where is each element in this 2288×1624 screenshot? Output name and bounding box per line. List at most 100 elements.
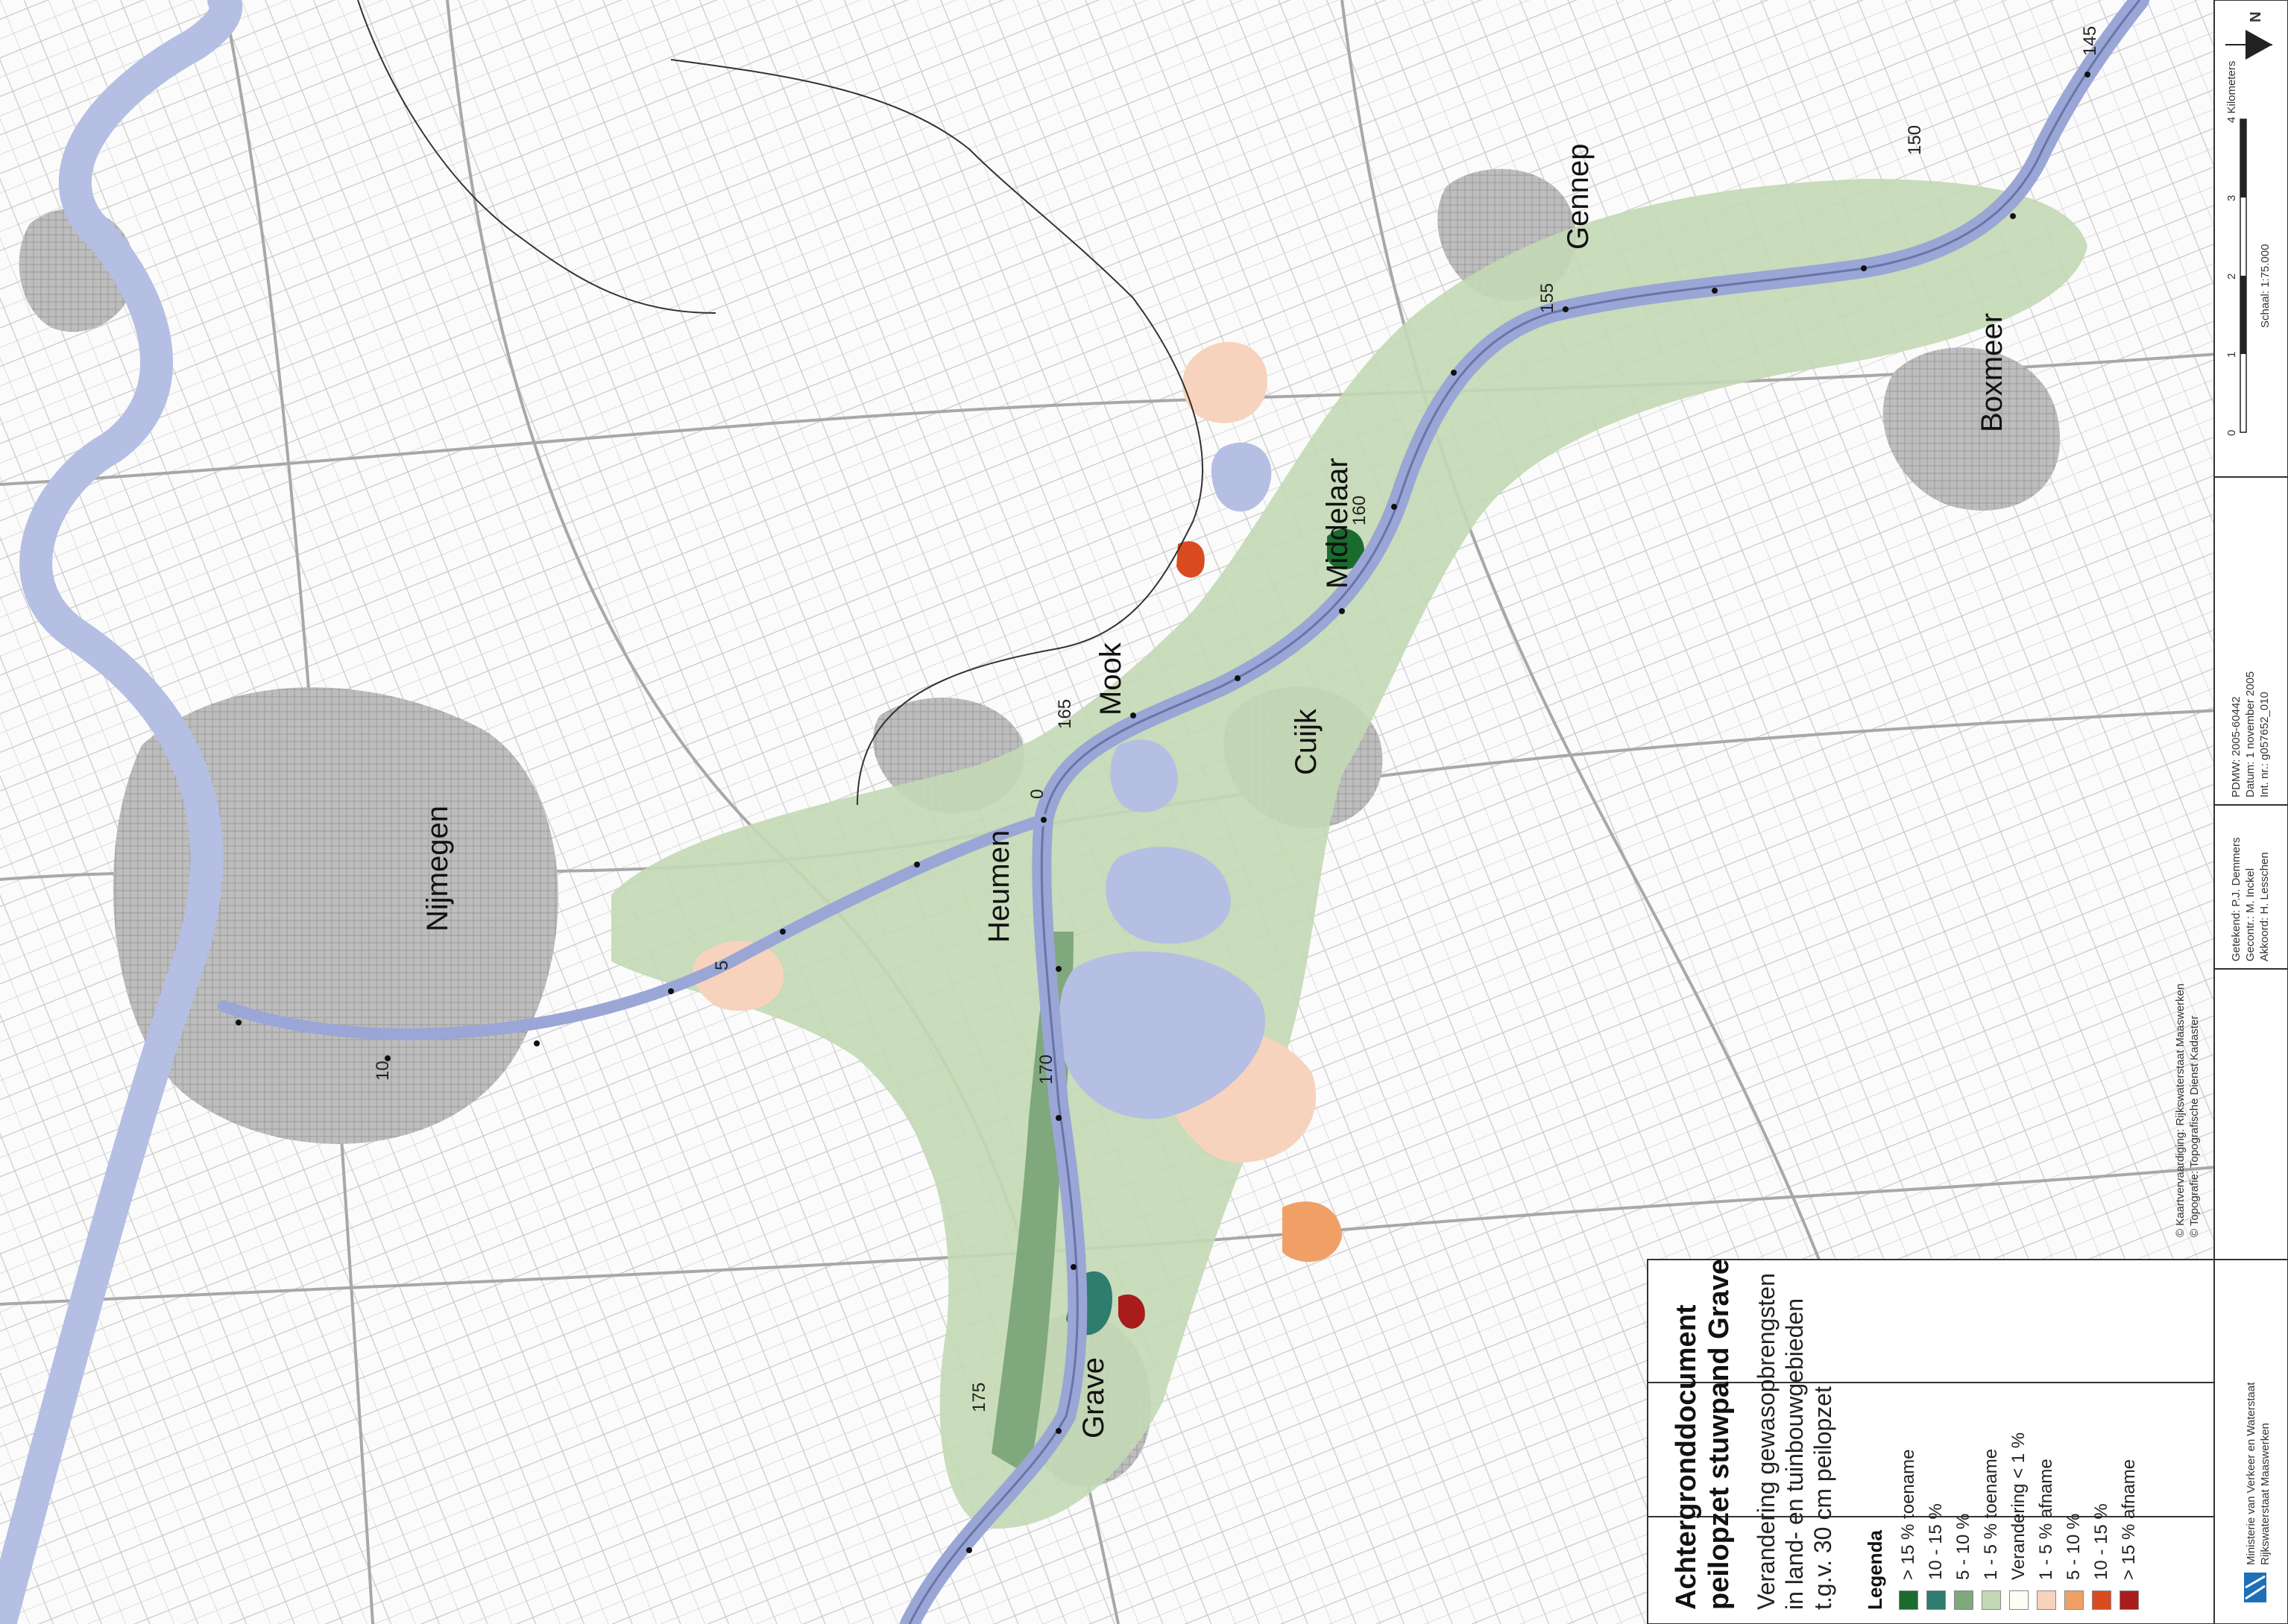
zone-increase-1-5 [611,179,2087,1529]
pdmw-number: PDMW: 2005-60442 [2230,696,2243,797]
title-panel [1647,1259,2215,1624]
legend-swatch [1899,1590,1918,1610]
legend-swatch [2064,1590,2084,1610]
ministry-line-2: Rijkswaterstaat Maaswerken [2259,1423,2272,1565]
legend-label: 10 - 15 % [1926,1503,1946,1580]
legend-swatch [1982,1590,2001,1610]
document-info: PDMW: 2005-60442 Datum: 1 november 2005 … [2229,672,2272,797]
scale-tick-1: 1 [2225,351,2238,358]
scale-tick-3: 3 [2225,195,2238,201]
river-maas-axis [908,0,2141,1624]
km-label: 5 [712,960,732,970]
scale-tick-4: 4 Kilometers [2225,60,2238,123]
north-arrow-icon [2225,30,2272,60]
km-label: 160 [1349,495,1370,525]
legend-swatch [2092,1590,2111,1610]
lakes [1059,442,1272,1119]
legend-label: 1 - 5 % toename [1981,1448,2001,1580]
ministry-line-1: Ministerie van Verkeer en Waterstaat [2245,1382,2257,1565]
zone-decrease-1-5-b [693,941,784,1011]
km-label: 10 [373,1061,393,1081]
urban-boxmeer [1882,347,2061,511]
akkoord: Akkoord: H. Lesschen [2258,852,2271,961]
place-label: Cuijk [1290,709,1323,775]
map-subtitle-line-1: Verandering gewasopbrengsten [1753,1273,1780,1610]
legend-swatch [1926,1590,1946,1610]
legend-item: 10 - 15 % [2090,1252,2113,1610]
km-label: 165 [1055,698,1075,729]
legend-label: 1 - 5 % afname [2036,1459,2056,1580]
map-subtitle-line-3: t.g.v. 30 cm peilopzet [1809,1386,1836,1610]
legend-swatch [2009,1590,2029,1610]
km-label: 170 [1036,1054,1056,1084]
scale-tick-0: 0 [2225,429,2238,436]
place-label: Mook [1094,642,1127,715]
legend-label: 10 - 15 % [2091,1503,2111,1580]
legend-items: > 15 % toename 10 - 15 % 5 - 10 % 1 - 5 % t… [1897,1252,2140,1610]
ministry-logo-icon [2244,1573,2266,1602]
place-label: Heumen [983,830,1015,943]
legend-swatch [2120,1590,2139,1610]
legend-label: Verandering < 1 % [2008,1432,2029,1580]
legend-item: Verandering < 1 % [2008,1252,2030,1610]
zone-increase-15 [1327,528,1364,569]
place-label: Boxmeer [1976,312,2008,432]
credits: © Kaartvervaardiging: Rijkswaterstaat Ma… [2173,984,2202,1237]
boundary-line-a [670,59,1203,806]
legend-item: 10 - 15 % [1925,1252,1947,1610]
zone-decrease-15 [1118,1294,1145,1329]
ministry-credit: Ministerie van Verkeer en Waterstaat Rij… [2244,1383,2272,1565]
place-label: Nijmegen [421,806,454,932]
km-label: 145 [2080,25,2100,56]
legend-item: 1 - 5 % toename [1980,1252,2002,1610]
legend-item: 5 - 10 % [2063,1252,2085,1610]
scale-label: Schaal: 1:75.000 [2259,244,2272,328]
legend-item: > 15 % afname [2118,1252,2140,1610]
river-waal [0,0,243,1624]
zone-decrease-10-15 [1176,541,1205,578]
map-subtitle: Verandering gewasopbrengsten in land- en… [1752,1267,1837,1610]
place-label: Gennep [1562,143,1595,250]
boundary-line-b [357,0,716,314]
legend-label: > 15 % toename [1898,1449,1918,1580]
legend-item: 1 - 5 % afname [2035,1252,2058,1610]
km-label: 175 [969,1382,989,1412]
credit-line-2: © Topografie: Topografische Dienst Kadas… [2188,1015,2201,1237]
legend: Legenda > 15 % toename 10 - 15 % 5 - 10 % 1… [1864,1252,2146,1610]
legend-heading: Legenda [1864,1530,1886,1610]
zone-decrease-5-10 [1282,1201,1342,1263]
internal-number: Int. nr.: g057652_010 [2258,692,2271,797]
credit-line-1: © Kaartvervaardiging: Rijkswaterstaat Ma… [2174,983,2187,1237]
maas-waal-canal [218,814,1050,1040]
north-label: N [2248,11,2264,22]
map-title-line-1: Achtergronddocument [1671,1304,1702,1610]
legend-label: 5 - 10 % [2064,1513,2084,1580]
scale-bar [2240,119,2247,433]
lake-south [1059,951,1266,1119]
legend-item: > 15 % toename [1897,1252,1920,1610]
lake-mook [1211,442,1272,512]
gecontroleerd: Gecontr.: M. Inckel [2244,868,2257,961]
legend-swatch [2037,1590,2056,1610]
legend-label: 5 - 10 % [1953,1513,1973,1580]
zone-decrease-1-5-c [1182,341,1267,423]
drawing-info: Getekend: P.J. Demmers Gecontr.: M. Inck… [2229,838,2272,961]
lake-north [1110,739,1178,812]
right-info-strip [2213,0,2288,1624]
km-label: 0 [1027,789,1047,799]
date: Datum: 1 november 2005 [2244,671,2257,797]
map-title: Achtergronddocument peilopzet stuwpand G… [1670,1259,1736,1610]
map-title-line-2: peilopzet stuwpand Grave [1704,1259,1735,1610]
map-subtitle-line-2: in land- en tuinbouwgebieden [1781,1298,1808,1610]
legend-item: 5 - 10 % [1953,1252,1975,1610]
scale-tick-2: 2 [2225,273,2238,279]
km-markers [236,72,2090,1553]
place-label: Grave [1077,1357,1110,1438]
legend-swatch [1954,1590,1973,1610]
km-label: 150 [1905,124,1925,155]
legend-label: > 15 % afname [2119,1459,2139,1580]
getekend: Getekend: P.J. Demmers [2230,837,2243,961]
km-label: 155 [1537,282,1557,313]
